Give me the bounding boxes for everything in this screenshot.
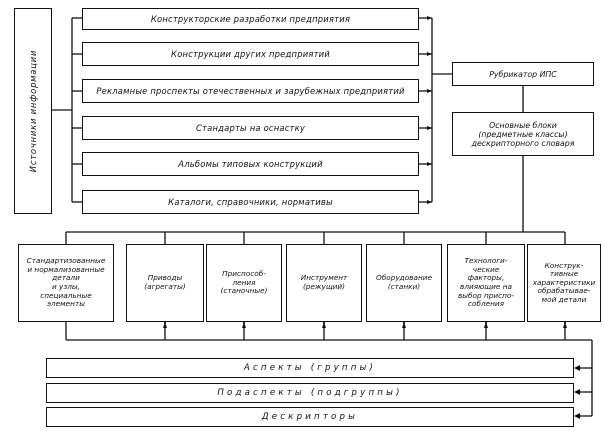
source-label-2: Конструкции других предприятий bbox=[171, 49, 330, 59]
descriptors-box: Дескрипторы bbox=[46, 407, 574, 427]
source-label-6: Каталоги, справочники, нормативы bbox=[168, 197, 333, 207]
category-label-5: Оборудование (станки) bbox=[376, 273, 432, 291]
source-box-3: Рекламные проспекты отечественных и зару… bbox=[82, 79, 419, 103]
source-box-1: Конструкторские разработки предприятия bbox=[82, 8, 419, 30]
category-box-5: Оборудование (станки) bbox=[366, 244, 442, 322]
aspects-label: Аспекты (группы) bbox=[243, 363, 377, 373]
sources-of-information-label: Источники информации bbox=[28, 49, 38, 173]
source-label-5: Альбомы типовых конструкций bbox=[178, 159, 323, 169]
category-label-2: Приводы (агрегаты) bbox=[144, 273, 186, 291]
source-box-4: Стандарты на оснастку bbox=[82, 116, 419, 140]
aspects-box: Аспекты (группы) bbox=[46, 358, 574, 378]
category-label-1: Стандартизованные и нормализованные дета… bbox=[26, 256, 106, 309]
category-label-4: Инструмент (режущий) bbox=[300, 273, 348, 291]
main-blocks-box: Основные блоки (предметные классы) дескр… bbox=[452, 112, 594, 156]
source-label-1: Конструкторские разработки предприятия bbox=[150, 14, 351, 24]
category-box-1: Стандартизованные и нормализованные дета… bbox=[18, 244, 114, 322]
category-box-2: Приводы (агрегаты) bbox=[126, 244, 204, 322]
category-box-4: Инструмент (режущий) bbox=[286, 244, 362, 322]
descriptors-label: Дескрипторы bbox=[261, 412, 359, 422]
category-box-3: Приспособ- ления (станочные) bbox=[206, 244, 282, 322]
source-box-2: Конструкции других предприятий bbox=[82, 42, 419, 66]
sources-of-information-box: Источники информации bbox=[14, 8, 52, 214]
source-label-4: Стандарты на оснастку bbox=[195, 123, 306, 133]
rubricator-label: Рубрикатор ИПС bbox=[489, 69, 557, 79]
rubricator-box: Рубрикатор ИПС bbox=[452, 62, 594, 86]
category-label-6: Технологи- ческие факторы, влияющие на в… bbox=[457, 256, 514, 309]
category-box-6: Технологи- ческие факторы, влияющие на в… bbox=[447, 244, 525, 322]
source-box-5: Альбомы типовых конструкций bbox=[82, 152, 419, 176]
subaspects-box: Подаспекты (подгруппы) bbox=[46, 383, 574, 403]
subaspects-label: Подаспекты (подгруппы) bbox=[217, 388, 403, 398]
category-label-7: Конструк- тивные характеристики обрабаты… bbox=[532, 260, 596, 304]
source-label-3: Рекламные проспекты отечественных и зару… bbox=[96, 86, 405, 96]
main-blocks-label: Основные блоки (предметные классы) дескр… bbox=[471, 120, 575, 148]
category-box-7: Конструк- тивные характеристики обрабаты… bbox=[527, 244, 601, 322]
category-label-3: Приспособ- ления (станочные) bbox=[220, 269, 268, 296]
source-box-6: Каталоги, справочники, нормативы bbox=[82, 190, 419, 214]
